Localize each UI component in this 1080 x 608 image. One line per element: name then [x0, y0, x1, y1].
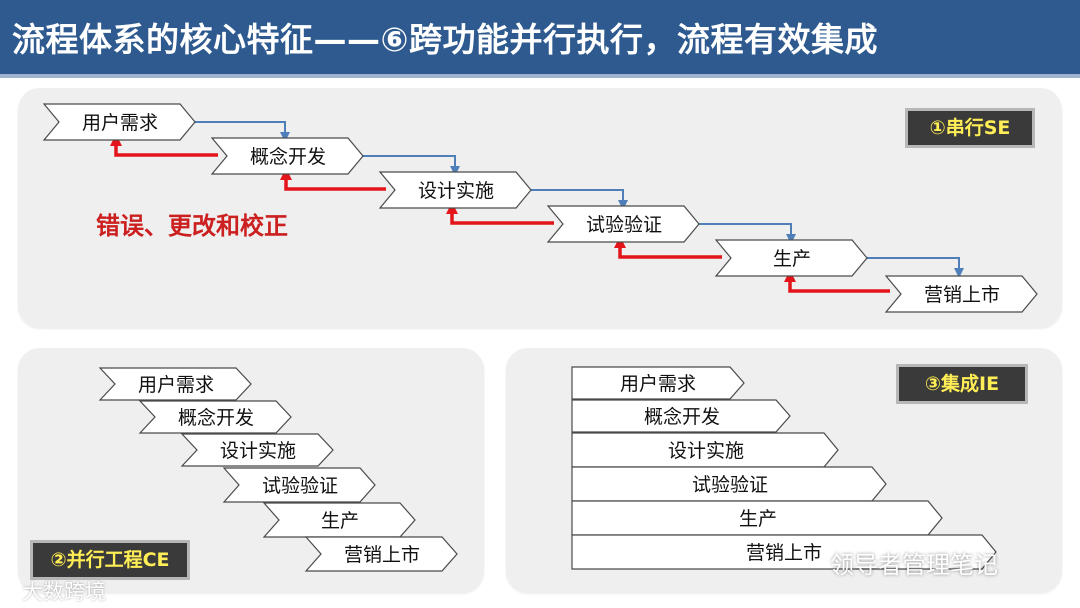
serial-step-5: 生产: [714, 239, 868, 277]
serial-flow-line-4: [696, 223, 796, 244]
concurrent-step-label-4: 试验验证: [262, 475, 338, 497]
serial-flow-line-5: [864, 257, 964, 278]
serial-step-1: 用户需求: [42, 103, 196, 141]
serial-feedback-line-2: [280, 168, 386, 191]
integrated-step-label-4: 试验验证: [692, 474, 768, 496]
integrated-step-label-3: 设计实施: [668, 440, 744, 462]
concurrent-step-2: 概念开发: [138, 400, 292, 434]
serial-step-label-2: 概念开发: [250, 145, 326, 168]
concurrent-mode-badge: ②并行工程CE: [30, 540, 190, 580]
concurrent-step-3: 设计实施: [180, 433, 334, 467]
integrated-step-label-6: 营销上市: [746, 542, 822, 564]
serial-mode-badge: ①串行SE: [905, 108, 1035, 148]
concurrent-step-label-1: 用户需求: [138, 374, 214, 396]
serial-step-label-1: 用户需求: [82, 112, 158, 134]
integrated-step-6: 营销上市: [571, 534, 997, 570]
serial-step-label-5: 生产: [773, 248, 811, 270]
integrated-step-4: 试验验证: [571, 466, 887, 502]
concurrent-step-label-6: 营销上市: [344, 544, 420, 566]
integrated-step-5: 生产: [571, 500, 943, 536]
concurrent-step-4: 试验验证: [222, 467, 376, 503]
integrated-mode-badge: ③集成IE: [896, 364, 1028, 404]
serial-feedback-line-3: [446, 202, 554, 225]
error-change-correction-label: 错误、更改和校正: [96, 212, 288, 240]
serial-flow-line-2: [358, 155, 460, 176]
serial-step-2: 概念开发: [210, 137, 364, 175]
serial-panel: [18, 88, 1062, 328]
concurrent-step-6: 营销上市: [304, 536, 458, 572]
page-title: 流程体系的核心特征——⑥跨功能并行执行，流程有效集成: [12, 20, 878, 59]
integrated-step-label-2: 概念开发: [644, 405, 720, 428]
integrated-step-label-1: 用户需求: [620, 373, 696, 395]
serial-step-label-6: 营销上市: [924, 284, 1000, 306]
concurrent-step-label-5: 生产: [321, 510, 359, 532]
integrated-step-1: 用户需求: [571, 366, 745, 400]
concurrent-step-label-3: 设计实施: [220, 440, 296, 462]
serial-feedback-line-4: [614, 236, 722, 259]
serial-step-3: 设计实施: [378, 171, 532, 209]
integrated-step-2: 概念开发: [571, 399, 791, 433]
serial-step-6: 营销上市: [884, 275, 1038, 313]
serial-step-label-3: 设计实施: [418, 180, 494, 202]
concurrent-step-5: 生产: [262, 502, 416, 538]
integrated-step-label-5: 生产: [739, 508, 777, 530]
serial-flow-line-1: [190, 121, 290, 142]
watermark-right: 领导者管理笔记: [830, 551, 998, 579]
serial-step-label-4: 试验验证: [586, 214, 662, 236]
serial-feedback-line-5: [784, 270, 890, 293]
integrated-step-3: 设计实施: [571, 432, 839, 468]
concurrent-step-label-2: 概念开发: [178, 406, 254, 429]
header-underline: [0, 74, 1080, 78]
serial-step-4: 试验验证: [546, 205, 700, 243]
serial-flow-line-3: [528, 189, 628, 210]
concurrent-step-1: 用户需求: [98, 367, 252, 401]
watermark-left: 大数跨境: [22, 580, 106, 604]
serial-feedback-line-1: [110, 134, 218, 157]
header-bar: 流程体系的核心特征——⑥跨功能并行执行，流程有效集成: [0, 0, 1080, 74]
